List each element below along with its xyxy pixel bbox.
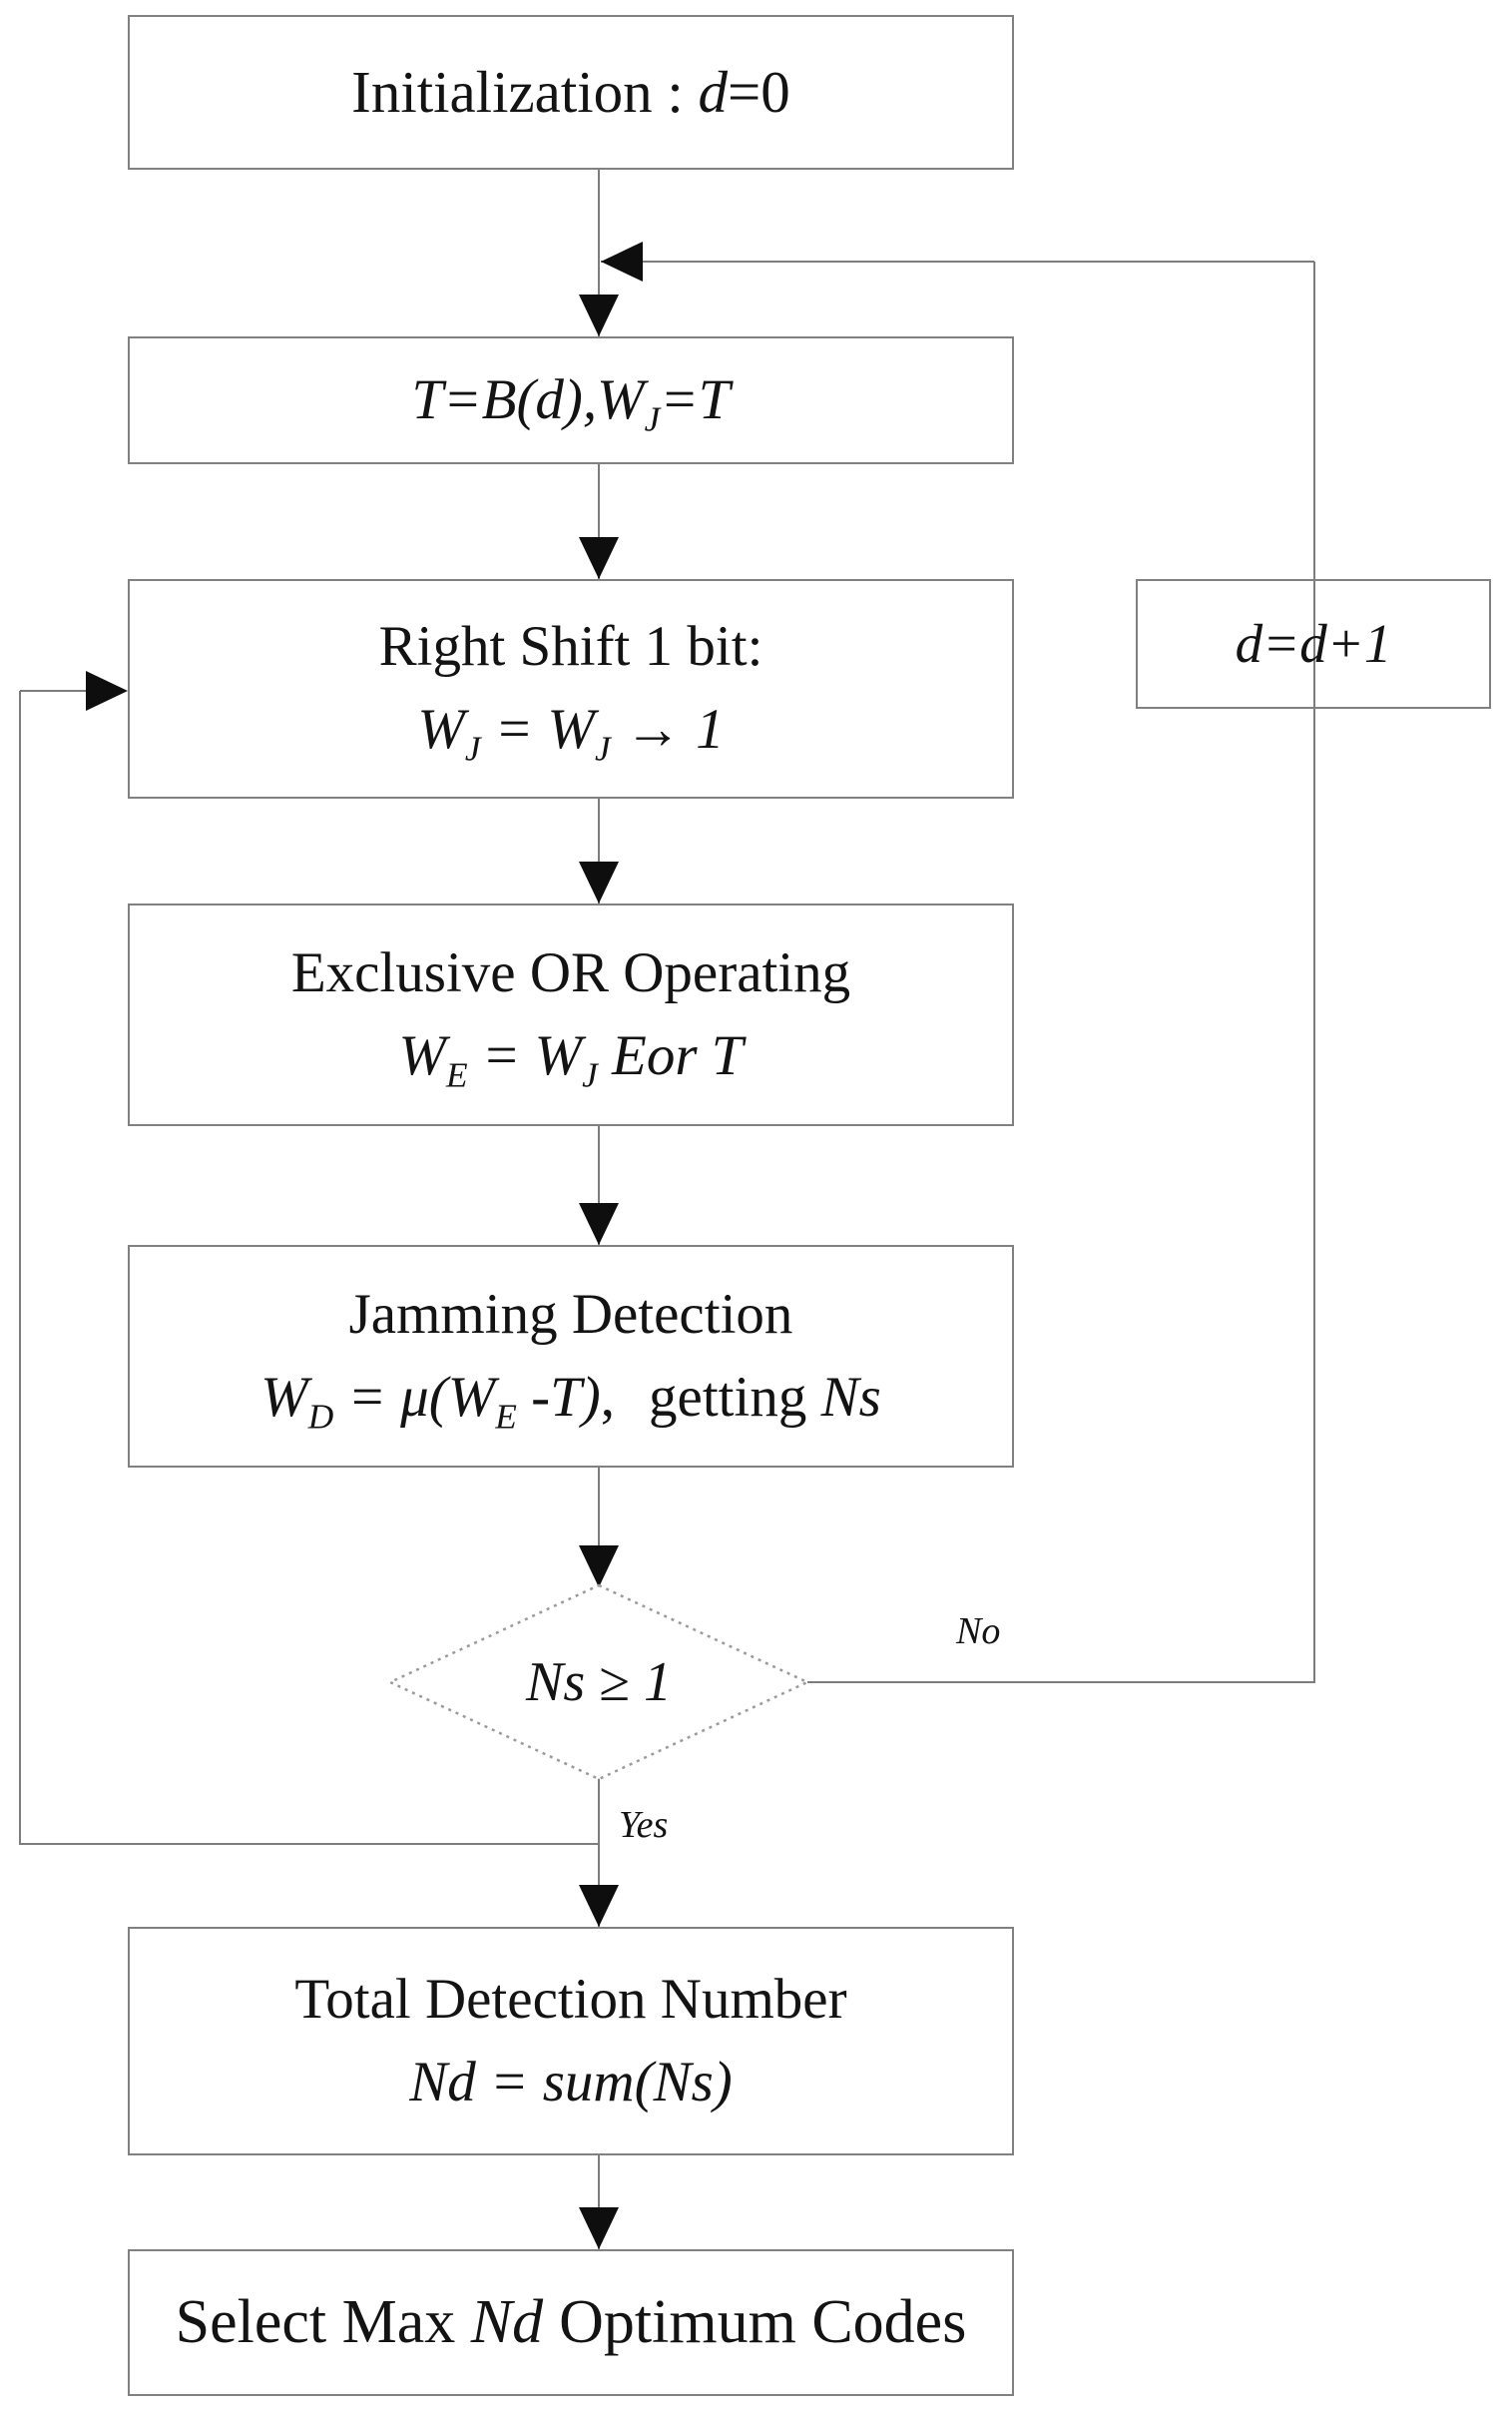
arrowhead-down-icon	[579, 1885, 619, 1927]
arrowhead-left-icon	[601, 242, 643, 282]
decision-diamond-shape	[387, 1583, 810, 1781]
connector-detect-to-decision	[598, 1468, 600, 1587]
arrowhead-down-icon	[579, 1545, 619, 1587]
connector-xor-to-detect	[598, 1126, 600, 1245]
node-right-shift: Right Shift 1 bit:WJ = WJ → 1	[128, 579, 1014, 799]
node-template-assignment: T=B(d),WJ=T	[128, 336, 1014, 464]
node-increment-d: d=d+1	[1136, 579, 1491, 709]
arrowhead-down-icon	[579, 1203, 619, 1245]
label-yes: Yes	[619, 1804, 669, 1846]
connector-yes-loop-vertical	[19, 691, 21, 1845]
connector-total-to-select	[598, 2155, 600, 2249]
label-no: No	[956, 1610, 1001, 1652]
arrowhead-right-icon	[86, 671, 128, 711]
connector-no-horizontal	[807, 1681, 1315, 1683]
decision-condition-text: Ns ≥ 1	[526, 1651, 672, 1713]
arrowhead-down-icon	[579, 862, 619, 904]
connector-no-loop-vertical	[1313, 262, 1315, 1683]
arrowhead-down-icon	[579, 295, 619, 336]
connector-assign-to-shift	[598, 464, 600, 579]
decision-ns-threshold: Ns ≥ 1	[387, 1582, 810, 1782]
connector-shift-to-xor	[598, 799, 600, 904]
connector-init-to-assign	[598, 170, 600, 336]
connector-decision-to-total	[598, 1777, 600, 1927]
connector-yes-loop-horizontal	[20, 1843, 599, 1845]
connector-loop-into-shift	[20, 690, 90, 692]
arrowhead-down-icon	[579, 2207, 619, 2249]
connector-merge-horizontal	[601, 261, 1314, 263]
node-initialization: Initialization : d=0	[128, 15, 1014, 170]
arrowhead-down-icon	[579, 537, 619, 579]
